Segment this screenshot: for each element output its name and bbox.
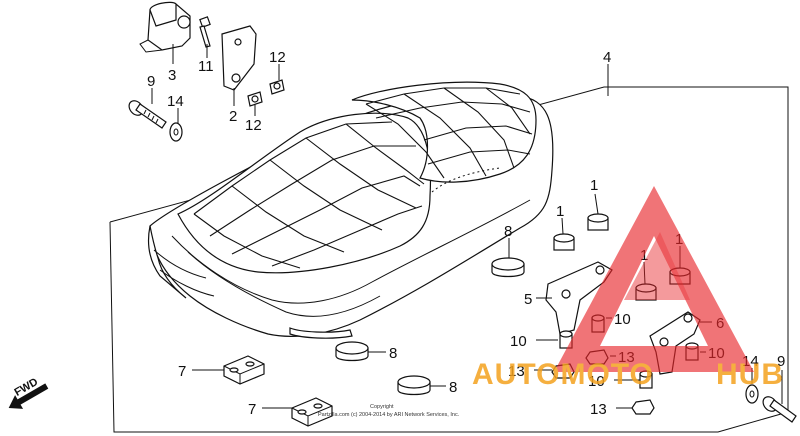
callout-8-b: 8 — [389, 345, 397, 362]
callout-9-b: 9 — [777, 353, 785, 370]
block-part-7-b — [291, 397, 333, 427]
callout-1-b: 1 — [556, 203, 564, 220]
bracket-part-2 — [221, 25, 257, 91]
cushion-part-8-a — [491, 257, 525, 278]
watermark-brand-part1: AUTOMOTO — [472, 358, 654, 391]
callout-12-b: 12 — [245, 117, 262, 134]
grommet-part-1-c — [635, 283, 657, 301]
cushion-part-8-c — [397, 375, 431, 396]
callout-2: 2 — [229, 108, 237, 125]
screw-part-12-b — [247, 91, 263, 107]
watermark-logo: AUTOMOTO HUB — [472, 186, 784, 391]
nut-part-13-c — [631, 399, 655, 415]
bolt-part-9-right — [762, 396, 797, 423]
grommet-part-1-b — [587, 213, 609, 231]
callout-7-a: 7 — [178, 363, 186, 380]
cushion-part-8-b — [335, 341, 369, 362]
grommet-part-1-a — [553, 233, 575, 251]
callout-10-d: 10 — [588, 373, 605, 390]
seat-assembly — [147, 81, 554, 339]
copyright-line-1: Copyright — [370, 404, 394, 410]
callout-14-a: 14 — [167, 93, 184, 110]
bolt-part-9-left — [128, 100, 167, 129]
callout-10-b: 10 — [614, 311, 631, 328]
screw-part-12-a — [269, 79, 285, 95]
callout-5: 5 — [524, 291, 532, 308]
callout-1-a: 1 — [590, 177, 598, 194]
callout-13-c: 13 — [590, 401, 607, 418]
callout-9-a: 9 — [147, 73, 155, 90]
callout-11: 11 — [198, 58, 214, 75]
callout-4: 4 — [603, 49, 611, 66]
callout-3: 3 — [168, 67, 176, 84]
watermark-brand-part2: HUB — [716, 358, 784, 391]
callout-13-b: 13 — [508, 363, 525, 380]
callout-7-b: 7 — [248, 401, 256, 418]
callout-12-a: 12 — [269, 49, 286, 66]
washer-part-14-left — [169, 122, 183, 142]
bolt-part-11 — [199, 16, 211, 48]
watermark-triangle-icon — [554, 186, 754, 372]
callout-8-c: 8 — [449, 379, 457, 396]
block-part-7-a — [223, 355, 265, 385]
collar-part-10-d — [639, 370, 653, 389]
washer-part-14-right — [745, 384, 759, 404]
latch-part-3 — [139, 1, 191, 53]
fwd-arrow-icon: FWD — [8, 376, 49, 409]
copyright-line-2: Partzilla.com (c) 2004-2014 by ARI Netwo… — [318, 412, 460, 418]
callout-10-a: 10 — [510, 333, 527, 350]
bracket-part-5 — [545, 261, 613, 335]
callout-8-a: 8 — [504, 223, 512, 240]
